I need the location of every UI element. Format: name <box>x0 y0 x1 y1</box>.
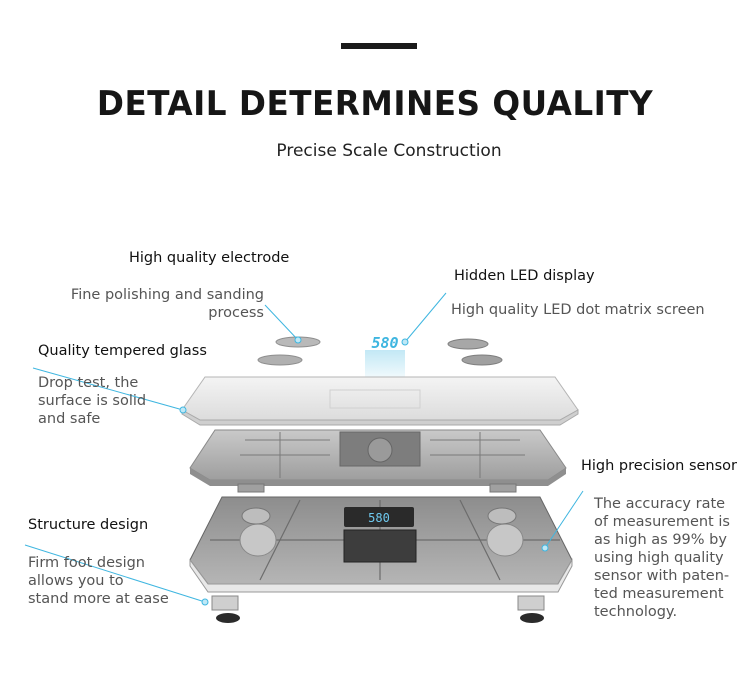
sensor-title: High precision sensor <box>581 458 738 474</box>
led-desc: High quality LED dot matrix screen <box>451 302 705 318</box>
tempered-glass-layer <box>181 376 579 426</box>
feet <box>211 595 545 623</box>
base-led-readout: 580 <box>368 511 390 525</box>
electrode-title: High quality electrode <box>129 250 290 266</box>
title-accent-bar <box>341 43 417 49</box>
page-title: DETAIL DETERMINES QUALITY <box>96 84 654 124</box>
metal-plate-layer <box>189 429 567 493</box>
glass-title: Quality tempered glass <box>38 343 207 359</box>
page-subtitle: Precise Scale Construction <box>276 141 502 161</box>
led-readout: 580 <box>371 334 398 352</box>
structure-title: Structure design <box>28 517 149 533</box>
callout-lines <box>24 292 584 606</box>
led-title: Hidden LED display <box>454 268 595 284</box>
base-layer: 580 <box>189 496 573 593</box>
